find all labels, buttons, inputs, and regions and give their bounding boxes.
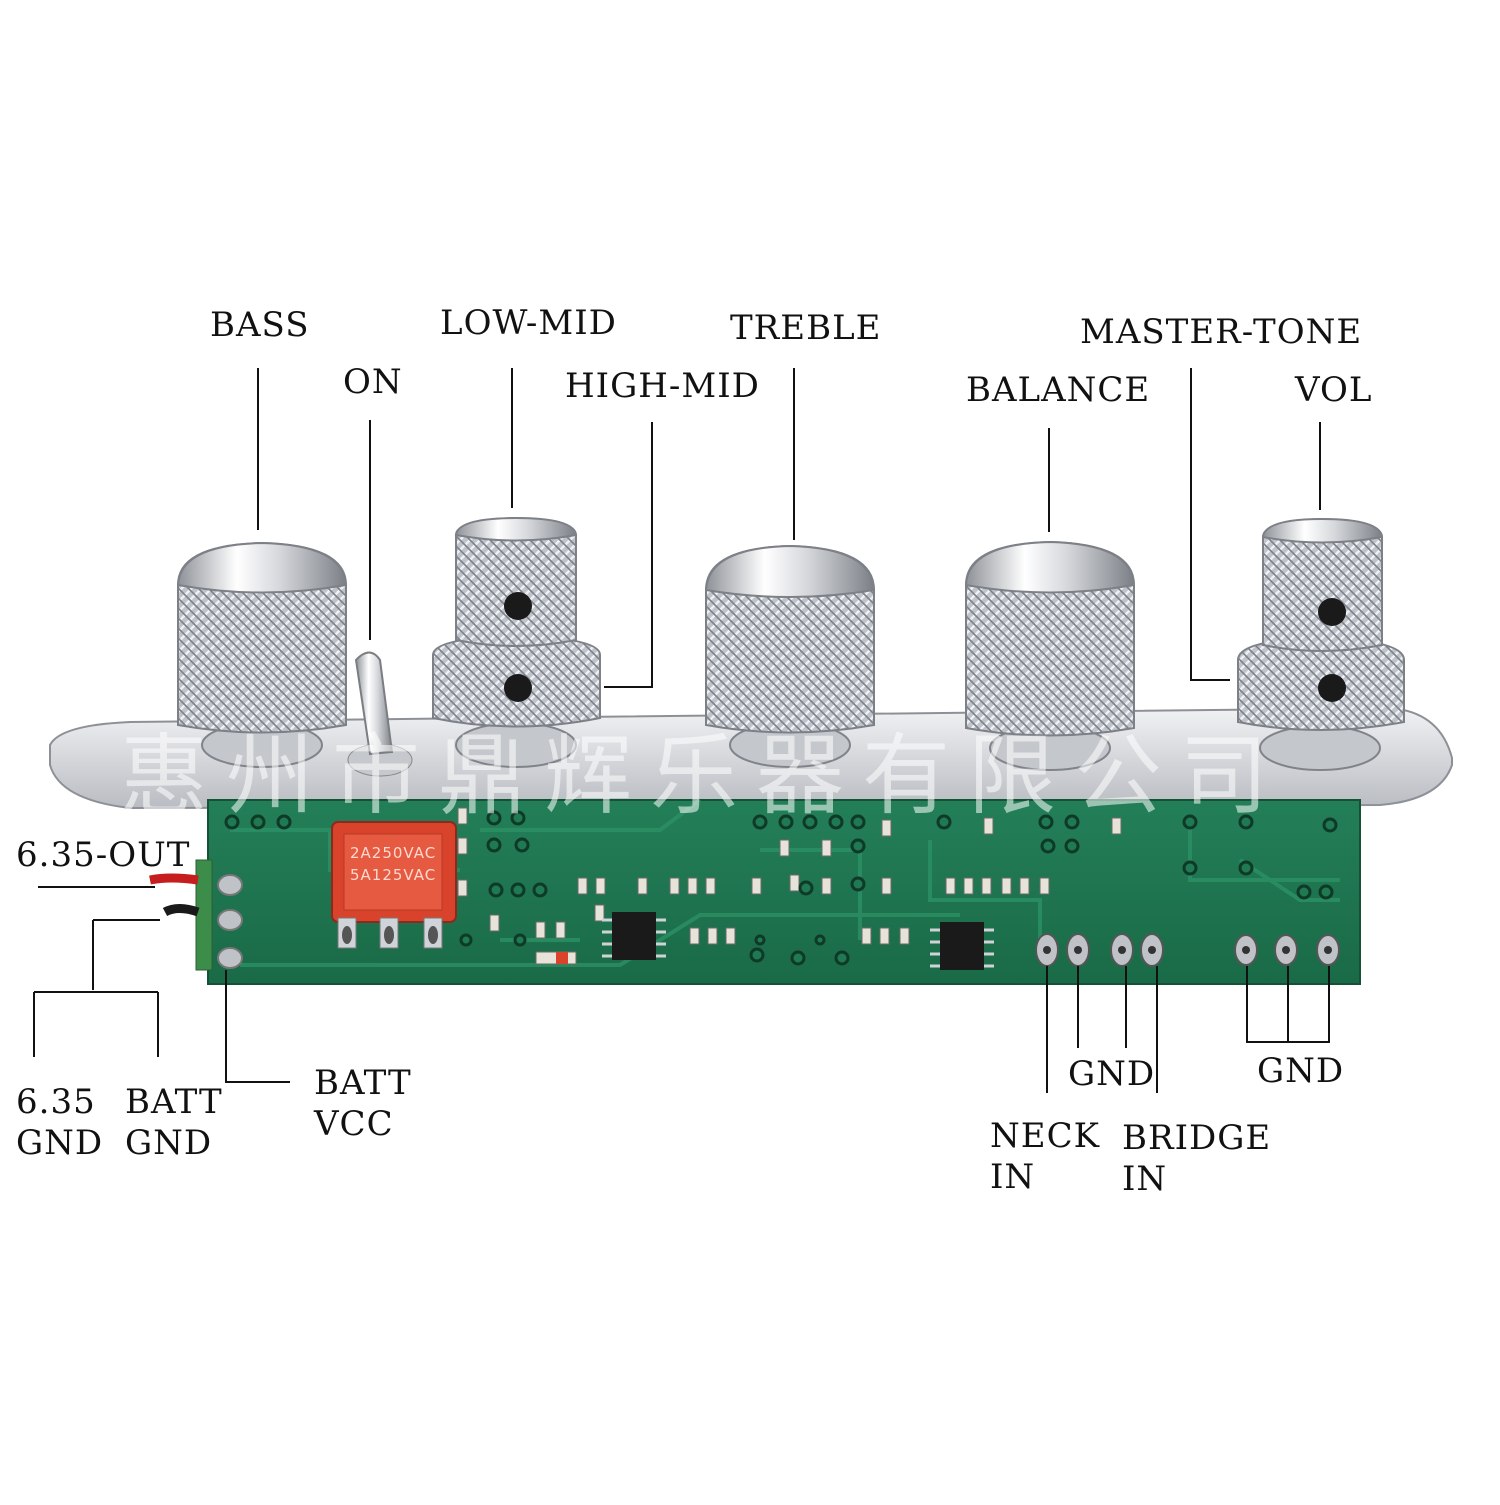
label-master-tone: MASTER-TONE: [1080, 312, 1363, 352]
label-vol: VOL: [1295, 370, 1373, 410]
right-pads: [1035, 933, 1340, 967]
label-gnd-right: GND: [1257, 1051, 1345, 1091]
label-balance: BALANCE: [966, 370, 1151, 410]
watermark: 惠州市鼎辉乐器有限公司: [120, 724, 1287, 827]
label-gnd-mid: GND: [1068, 1054, 1156, 1094]
label-on: ON: [343, 362, 403, 402]
label-neck-in: NECK IN: [990, 1116, 1100, 1198]
pcb-vias: [224, 810, 1338, 966]
knob-bass: [176, 541, 348, 734]
left-pads: [217, 874, 243, 969]
knob-balance: [964, 540, 1136, 737]
knob-nuts: [201, 722, 1381, 771]
ic-u1: [930, 922, 994, 970]
switch-rating-2: 5A125VAC: [350, 866, 437, 884]
label-batt-gnd: BATT GND: [125, 1082, 223, 1164]
label-bass: BASS: [210, 305, 310, 345]
toggle-lever: [354, 651, 394, 756]
label-bridge-in: BRIDGE IN: [1122, 1118, 1272, 1200]
switch-rating-1: 2A250VAC: [350, 844, 437, 862]
knob-treble: [704, 544, 876, 734]
ic-u2: [602, 912, 666, 960]
knob-low-high-mid: [432, 516, 601, 728]
label-batt-vcc: BATT VCC: [314, 1063, 412, 1145]
label-high-mid: HIGH-MID: [565, 366, 760, 406]
toggle-switch: [331, 651, 457, 949]
leader-lines: [33, 368, 1330, 1093]
wire-red: [149, 873, 199, 885]
label-out: 6.35-OUT: [16, 835, 191, 875]
label-low-mid: LOW-MID: [440, 303, 617, 343]
label-treble: TREBLE: [730, 308, 882, 348]
label-gnd-635: 6.35 GND: [16, 1082, 104, 1164]
knob-vol-master-tone: [1237, 517, 1405, 731]
wire-black: [162, 904, 200, 917]
smd-components: [457, 807, 1122, 945]
